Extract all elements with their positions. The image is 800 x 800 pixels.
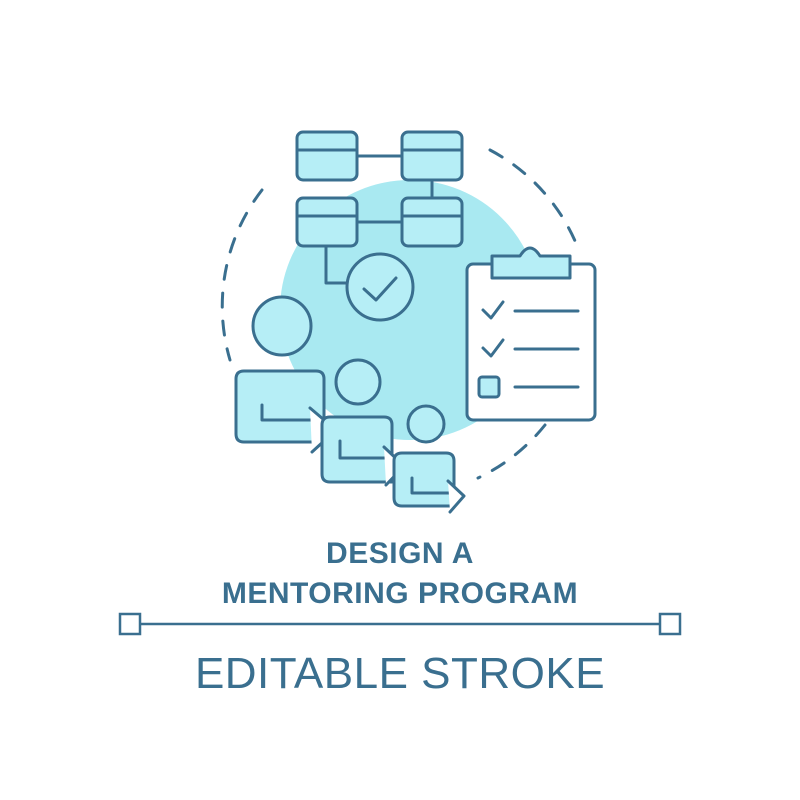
title-line-2: MENTORING PROGRAM xyxy=(221,577,579,610)
dashed-circle-icon xyxy=(220,148,580,480)
flowchart-icon xyxy=(295,130,464,285)
stroke-divider xyxy=(118,612,682,636)
divider-right-handle xyxy=(658,612,682,636)
title-line-1: DESIGN A xyxy=(326,537,474,570)
mentoring-people-icon xyxy=(234,295,466,514)
checkmark-badge-icon xyxy=(345,252,415,322)
mentoring-program-illustration xyxy=(220,130,597,514)
clipboard-checklist-icon xyxy=(465,246,597,422)
editable-stroke-caption: EDITABLE STROKE xyxy=(194,649,606,698)
divider-left-handle xyxy=(118,612,142,636)
